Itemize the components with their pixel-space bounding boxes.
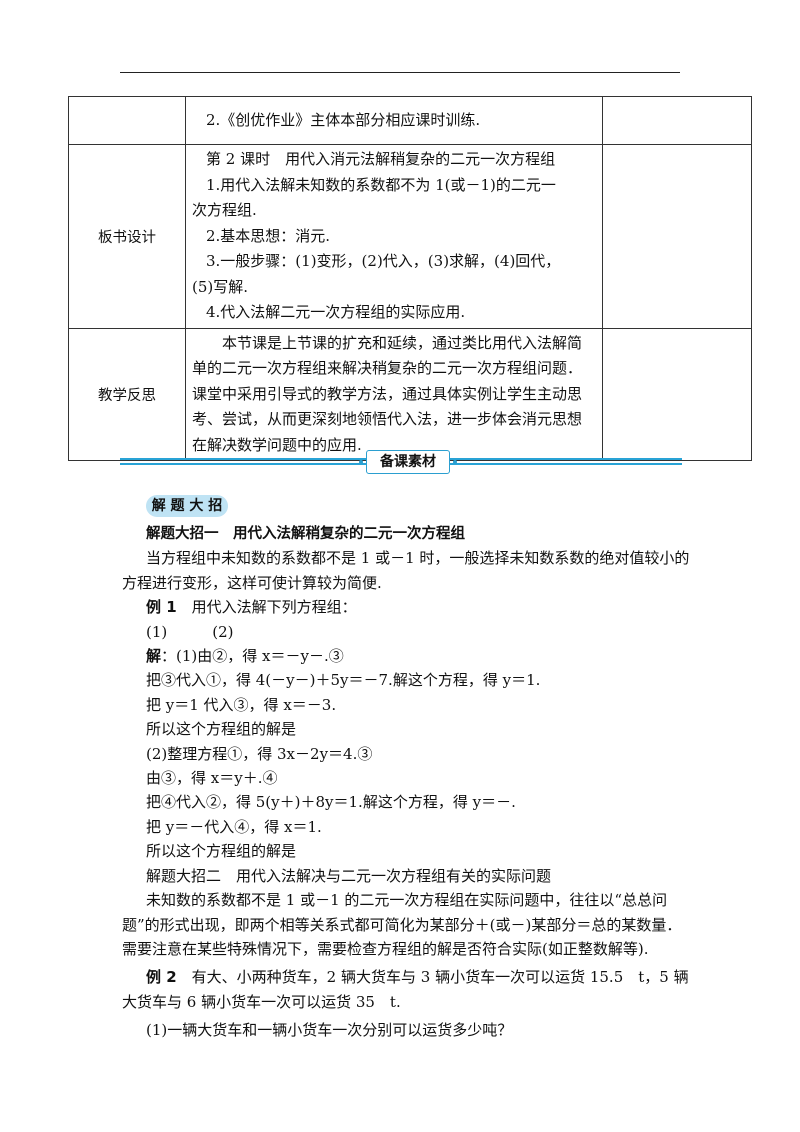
table-row: 2.《创优作业》主体本部分相应课时训练.: [68, 96, 752, 145]
board-line: 4.代入法解二元一次方程组的实际应用.: [206, 303, 466, 321]
board-design-cell: 第 2 课时 用代入消元法解稍复杂的二元一次方程组 1.用代入法解未知数的系数都…: [185, 144, 603, 329]
reflection-cell: 本节课是上节课的扩充和延续，通过类比用代入法解简单的二元一次方程组来解决稍复杂的…: [185, 327, 603, 461]
row-label-board-design: 板书设计: [68, 144, 186, 329]
header-rule: [120, 72, 680, 73]
extra-cell: [602, 327, 752, 461]
row-label-reflection: 教学反思: [68, 327, 186, 461]
solution-line: 把 y＝－代入④，得 x＝1.: [146, 817, 322, 836]
solution-line: 由③，得 x＝y＋.④: [146, 769, 278, 788]
homework-line: 2.《创优作业》主体本部分相应课时训练.: [206, 110, 481, 129]
banner-title: 备课素材: [359, 450, 457, 474]
example1-text: 用代入法解下列方程组：: [176, 598, 357, 617]
lesson-plan-table: 2.《创优作业》主体本部分相应课时训练. 板书设计 第 2 课时 用代入消元法解…: [68, 96, 752, 461]
tip1-title: 解题大招一 用代入法解稍复杂的二元一次方程组: [146, 526, 465, 542]
tips-badge: 解 题 大 招: [146, 495, 228, 517]
board-line: 2.基本思想：消元.: [206, 226, 331, 245]
example1-label: 例 1: [146, 598, 177, 617]
row-label-empty: [68, 96, 186, 145]
solution-label: 解: [146, 647, 162, 666]
section-banner: 备课素材: [120, 450, 682, 474]
tip2-text: 未知数的系数都不是 1 或－1 的二元一次方程组在实际问题中，往往以“总总问题”…: [122, 891, 682, 958]
solution-line: 所以这个方程组的解是: [146, 720, 297, 739]
example2-label: 例 2: [146, 968, 177, 987]
reflection-text: 本节课是上节课的扩充和延续，通过类比用代入法解简单的二元一次方程组来解决稍复杂的…: [192, 333, 583, 454]
solution-line: 把④代入②，得 5(y＋)＋8y＝1.解这个方程，得 y＝－.: [146, 793, 516, 812]
example1: 例 1 用代入法解下列方程组：: [122, 595, 690, 619]
extra-cell: [602, 96, 752, 145]
tip2-title: 解题大招二 用代入法解决与二元一次方程组有关的实际问题: [146, 866, 552, 885]
solution-line: 所以这个方程组的解是: [146, 842, 297, 861]
solution-line: 解：(1)由②，得 x＝－y－.③: [122, 644, 690, 668]
board-line: 第 2 课时 用代入消元法解稍复杂的二元一次方程组: [206, 150, 556, 168]
example2-question1: (1)一辆大货车和一辆小货车一次分别可以运货多少吨？: [146, 1021, 513, 1040]
solution-text: ：(1)由②，得 x＝－y－.③: [161, 647, 344, 666]
board-line: 1.用代入法解未知数的系数都不为 1(或－1)的二元一: [206, 175, 556, 194]
board-line: (5)写解.: [192, 277, 249, 296]
table-row: 板书设计 第 2 课时 用代入消元法解稍复杂的二元一次方程组 1.用代入法解未知…: [68, 144, 752, 329]
tip1-text: 当方程组中未知数的系数都不是 1 或－1 时，一般选择未知数系数的绝对值较小的方…: [122, 549, 690, 592]
table-row: 教学反思 本节课是上节课的扩充和延续，通过类比用代入法解简单的二元一次方程组来解…: [68, 327, 752, 461]
solution-line: (2)整理方程①，得 3x－2y＝4.③: [146, 744, 373, 763]
example2: 例 2 有大、小两种货车，2 辆大货车与 3 辆小货车一次可以运货 15.5 t…: [122, 965, 690, 1014]
solution-line: 把 y＝1 代入③，得 x＝－3.: [146, 695, 337, 714]
example1-parts: (1) (2): [146, 622, 234, 641]
board-line: 次方程组.: [192, 201, 257, 219]
extra-cell: [602, 144, 752, 329]
homework-cell: 2.《创优作业》主体本部分相应课时训练.: [185, 96, 603, 145]
example2-text: 有大、小两种货车，2 辆大货车与 3 辆小货车一次可以运货 15.5 t，5 辆…: [122, 968, 689, 1011]
solution-line: 把③代入①，得 4(－y－)＋5y＝－7.解这个方程，得 y＝1.: [146, 671, 541, 690]
board-line: 3.一般步骤：(1)变形，(2)代入，(3)求解，(4)回代，: [206, 252, 561, 270]
body-content: 解题大招一 用代入法解稍复杂的二元一次方程组 当方程组中未知数的系数都不是 1 …: [122, 522, 690, 1043]
